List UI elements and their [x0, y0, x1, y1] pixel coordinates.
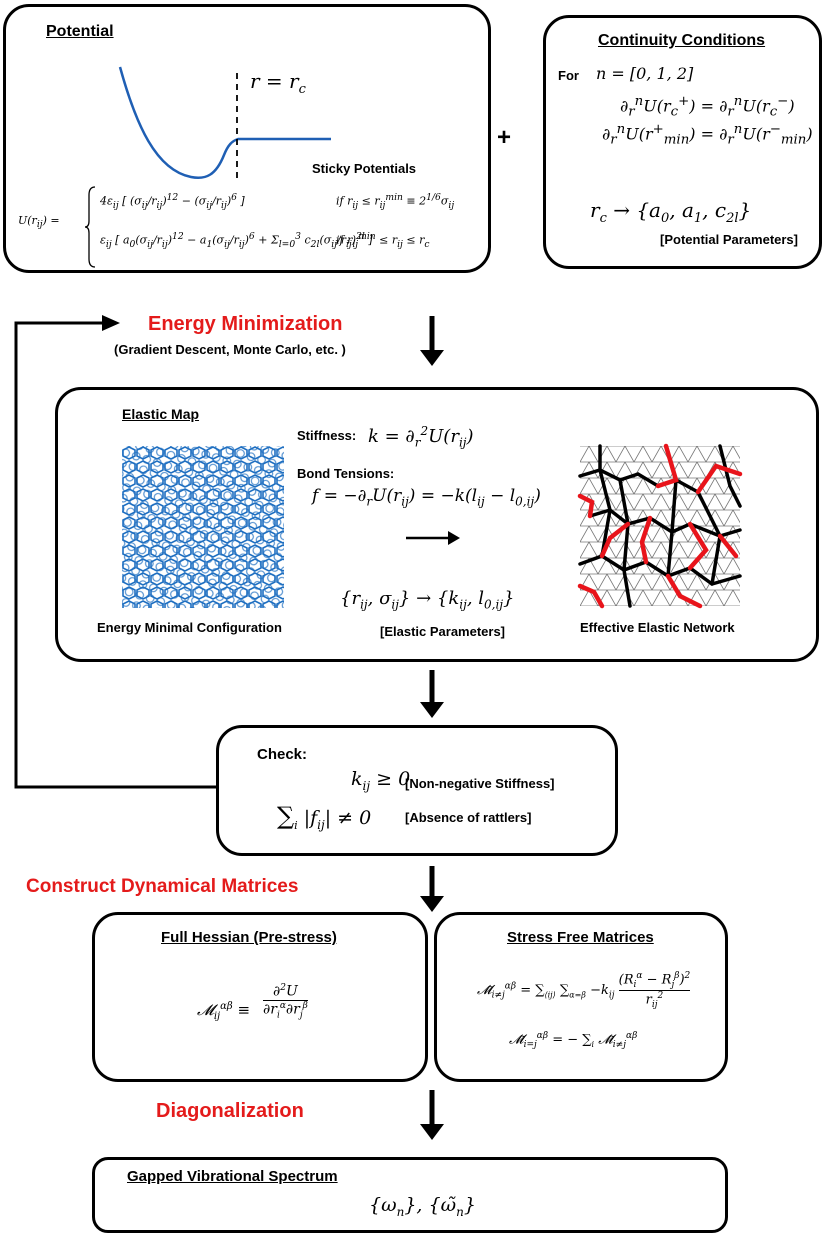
- check-cond2-label: [Absence of rattlers]: [405, 810, 532, 825]
- spectrum-heading: Gapped Vibrational Spectrum: [127, 1168, 338, 1185]
- stiffness-eq: k = ∂r2U(rij): [368, 424, 474, 450]
- stress-free-eq2: 𝓜̃i=jαβ = − ∑i 𝓜̃i≠jαβ: [509, 1031, 638, 1050]
- energy-minimal-configuration-image: [122, 446, 284, 608]
- diagonalization-title: Diagonalization: [156, 1100, 304, 1122]
- hessian-heading: Full Hessian (Pre-stress): [161, 929, 337, 946]
- check-cond1: kij ≥ 0: [351, 768, 411, 793]
- stress-free-eq1: 𝓜̃i≠jαβ = ∑⟨ij⟩ ∑α=β −kij (Riα − Rjβ)2 r…: [477, 971, 691, 1010]
- potential-eq-lhs: U(rij) =: [18, 214, 60, 231]
- potential-eq-case2-cond: if rijmin ≤ rij ≤ rc: [336, 231, 430, 250]
- elastic-map-heading: Elastic Map: [122, 406, 200, 422]
- potential-eq-brace: [84, 186, 96, 268]
- check-heading: Check:: [257, 746, 308, 763]
- hessian-eq-frac: ∂2U ∂riα∂rjβ: [263, 983, 308, 1021]
- energy-min-subtitle: (Gradient Descent, Monte Carlo, etc. ): [114, 342, 346, 357]
- check-cond2: ∑i |fij| ≠ 0: [277, 802, 372, 832]
- potential-curve-plot: [118, 66, 331, 183]
- stress-free-box: Stress Free Matrices 𝓜̃i≠jαβ = ∑⟨ij⟩ ∑α=…: [434, 912, 728, 1082]
- curve-label: Sticky Potentials: [312, 161, 417, 176]
- mapping-arrow-icon: [406, 531, 460, 545]
- construct-title: Construct Dynamical Matrices: [26, 876, 299, 897]
- bond-tensions-label: Bond Tensions:: [297, 466, 395, 481]
- continuity-n-range: n = [0, 1, 2]: [596, 64, 694, 83]
- spectrum-box: Gapped Vibrational Spectrum {ωn}, {ω̃n}: [92, 1157, 728, 1233]
- rc-label: r = rc: [250, 69, 306, 97]
- stress-free-heading: Stress Free Matrices: [507, 929, 654, 946]
- continuity-params-label: [Potential Parameters]: [660, 232, 798, 247]
- potential-box: Potential r = rc Sticky Potentials U(rij…: [3, 4, 491, 273]
- potential-eq-case2: εij [ a0(σij/rij)12 − a1(σij/rij)6 + Σl=…: [100, 231, 373, 250]
- bond-tensions-eq: f = −∂rU(rij) = −k(lij − l0,ij): [312, 486, 541, 509]
- continuity-cond1: ∂rnU(rc+) = ∂rnU(rc−): [620, 94, 795, 120]
- right-caption: Effective Elastic Network: [580, 620, 735, 635]
- left-caption: Energy Minimal Configuration: [97, 620, 282, 635]
- elastic-mapping-eq: {rij, σij} → {kij, l0,ij}: [340, 588, 515, 612]
- plus-sign: +: [497, 124, 512, 151]
- elastic-map-box: Elastic Map Energy Minimal Configuration…: [55, 387, 819, 662]
- potential-eq-case1-cond: if rij ≤ rijmin ≡ 21/6σij: [336, 192, 455, 211]
- potential-eq-case1: 4εij [ (σij/rij)12 − (σij/rij)6 ]: [100, 192, 245, 211]
- check-box: Check: kij ≥ 0 [Non-negative Stiffness] …: [216, 725, 618, 856]
- elastic-params-label: [Elastic Parameters]: [380, 624, 506, 639]
- continuity-heading: Continuity Conditions: [598, 32, 766, 49]
- stiffness-label: Stiffness:: [297, 428, 357, 443]
- continuity-for: For: [558, 68, 579, 83]
- check-cond1-label: [Non-negative Stiffness]: [405, 776, 555, 791]
- continuity-box: Continuity Conditions For n = [0, 1, 2] …: [543, 15, 822, 269]
- continuity-cond2: ∂rnU(r+min) = ∂rnU(r−min): [602, 122, 813, 148]
- energy-min-title: Energy Minimization: [148, 313, 343, 335]
- effective-elastic-network-image: [577, 443, 743, 609]
- potential-curve: [118, 66, 331, 179]
- spectrum-eq: {ωn}, {ω̃n}: [369, 1194, 476, 1219]
- hessian-eq-lhs: 𝓜ijαβ ≡: [197, 1001, 251, 1022]
- continuity-mapping: rc → {a0, a1, c2l}: [590, 198, 752, 226]
- hessian-box: Full Hessian (Pre-stress) 𝓜ijαβ ≡ ∂2U ∂r…: [92, 912, 428, 1082]
- potential-heading: Potential: [46, 23, 114, 40]
